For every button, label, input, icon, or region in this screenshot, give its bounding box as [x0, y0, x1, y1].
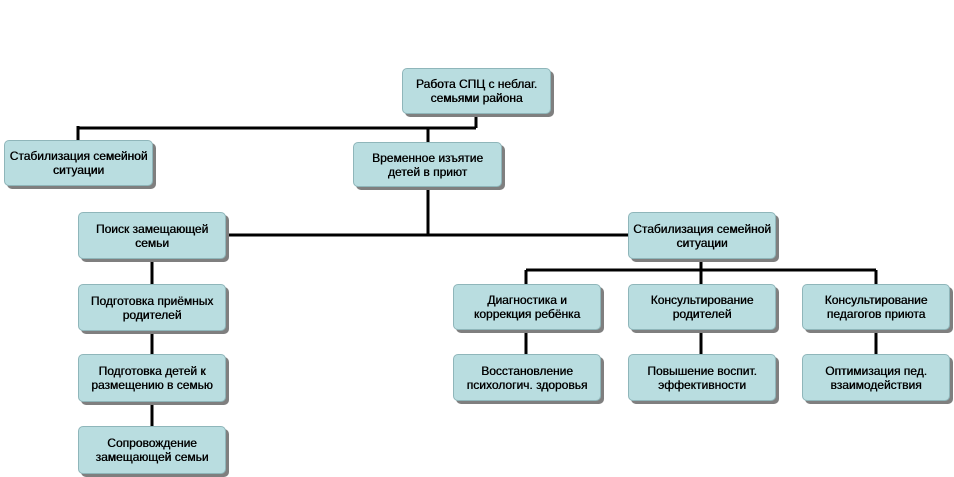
improve-parenting-node: Повышение воспит. эффективности	[628, 354, 776, 401]
stabilization-top-node: Стабилизация семейной ситуации	[4, 140, 153, 186]
removal-node: Временное изъятие детей в приют	[353, 142, 502, 187]
consult-parents-node: Консультирование родителей	[628, 284, 776, 330]
restore-health-label: Восстановление психологич. здоровья	[466, 363, 588, 392]
prepare-parents-label: Подготовка приёмных родителей	[90, 293, 214, 322]
root-node-label: Работа СПЦ с неблаг. семьями района	[415, 77, 538, 105]
search-family-label: Поиск замещающей семьи	[95, 221, 209, 250]
stabilization-right-node: Стабилизация семейной ситуации	[628, 212, 776, 259]
consult-teachers-node: Консультирование педагогов приюта	[802, 284, 950, 330]
removal-label: Временное изъятие детей в приют	[371, 150, 484, 179]
search-family-node: Поиск замещающей семьи	[78, 212, 226, 259]
stabilization-right-label: Стабилизация семейной ситуации	[633, 221, 771, 250]
consult-parents-label: Консультирование родителей	[650, 293, 754, 321]
support-family-node: Сопровождение замещающей семьи	[78, 426, 226, 474]
optimize-interaction-label: Оптимизация пед. взаимодействия	[825, 363, 927, 392]
stabilization-top-label: Стабилизация семейной ситуации	[9, 149, 148, 177]
prepare-children-label: Подготовка детей к размещению в семью	[91, 364, 213, 392]
root-node: Работа СПЦ с неблаг. семьями района	[402, 68, 551, 114]
optimize-interaction-node: Оптимизация пед. взаимодействия	[802, 354, 950, 401]
diagnostics-label: Диагностика и коррекция ребёнка	[473, 293, 581, 321]
prepare-children-node: Подготовка детей к размещению в семью	[78, 354, 226, 402]
improve-parenting-label: Повышение воспит. эффективности	[647, 363, 757, 392]
restore-health-node: Восстановление психологич. здоровья	[453, 354, 601, 401]
diagnostics-node: Диагностика и коррекция ребёнка	[453, 284, 601, 330]
prepare-parents-node: Подготовка приёмных родителей	[78, 284, 226, 331]
support-family-label: Сопровождение замещающей семьи	[95, 436, 209, 464]
consult-teachers-label: Консультирование педагогов приюта	[824, 293, 928, 321]
